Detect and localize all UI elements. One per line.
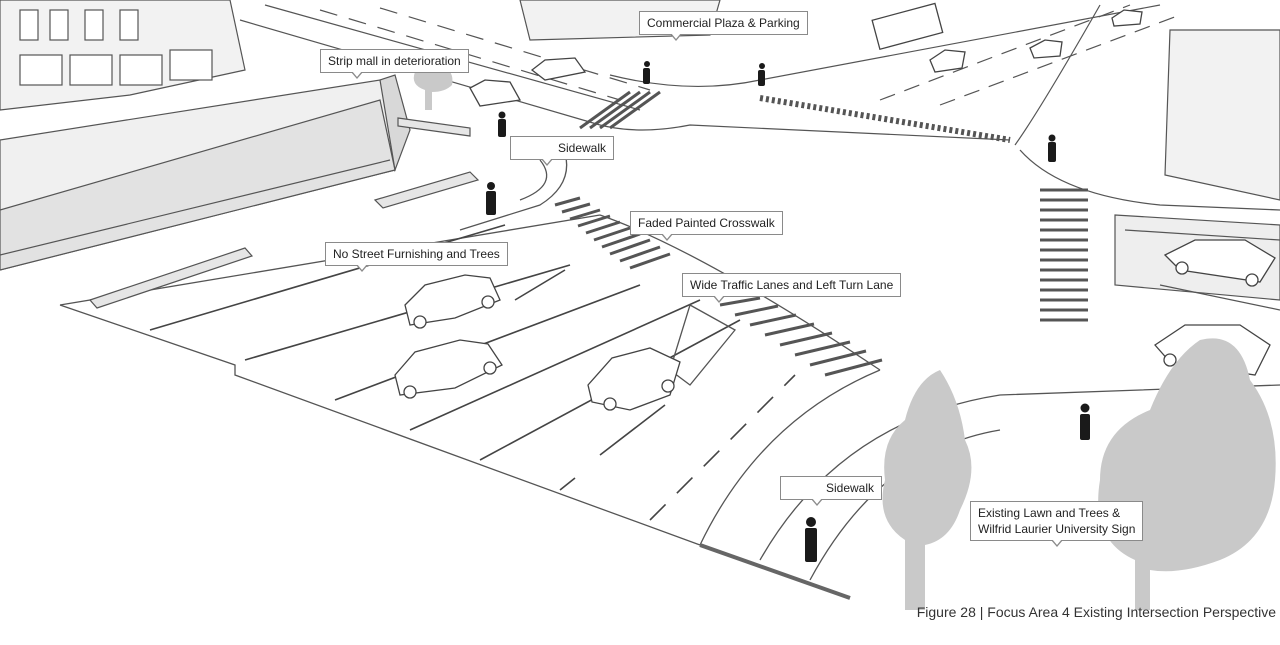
- pedestrian-5: [1048, 134, 1056, 162]
- callout-commercial-plaza: Commercial Plaza & Parking: [639, 11, 808, 41]
- tree-right: [1098, 338, 1276, 610]
- pedestrian-2: [498, 111, 506, 137]
- tree-left: [882, 370, 972, 610]
- pedestrians: [486, 61, 1090, 562]
- figure-caption: Figure 28 | Focus Area 4 Existing Inters…: [916, 604, 1276, 620]
- crosswalk-top: [579, 90, 1011, 143]
- planter-boxes: [88, 117, 480, 309]
- car-group: [394, 2, 1276, 411]
- tree-group: [413, 64, 1276, 610]
- strip-mall-building: [0, 74, 411, 271]
- callout-faded-crosswalk: Faded Painted Crosswalk: [630, 211, 783, 241]
- crosswalk-far-right: [1040, 188, 1088, 322]
- background-building: [0, 0, 246, 111]
- crosswalk-right: [719, 296, 883, 377]
- bus: [871, 2, 944, 51]
- pedestrian-1: [486, 182, 496, 215]
- tree-top: [413, 64, 453, 110]
- car-4: [469, 79, 522, 107]
- pedestrian-7: [805, 517, 817, 562]
- callout-sidewalk-upper: Sidewalk: [510, 136, 614, 166]
- callout-existing-lawn-line2: Wilfrid Laurier University Sign: [978, 522, 1136, 536]
- lane-markings: [149, 224, 796, 521]
- callout-existing-lawn-line1: Existing Lawn and Trees &: [978, 506, 1121, 520]
- car-10: [1111, 9, 1143, 27]
- car-3: [587, 347, 681, 411]
- callout-no-furnishing: No Street Furnishing and Trees: [325, 242, 508, 272]
- callout-strip-mall: Strip mall in deterioration: [320, 49, 469, 79]
- callout-existing-lawn: Existing Lawn and Trees & Wilfrid Laurie…: [970, 501, 1144, 547]
- callout-wide-lanes: Wide Traffic Lanes and Left Turn Lane: [682, 273, 902, 303]
- car-9: [1029, 39, 1063, 59]
- pedestrian-6: [1080, 403, 1090, 440]
- pedestrian-3: [643, 61, 650, 84]
- pedestrian-4: [758, 63, 765, 86]
- crosswalk-left: [554, 196, 671, 270]
- car-8: [929, 49, 966, 73]
- callout-sidewalk-lower: Sidewalk: [780, 476, 882, 506]
- left-turn-lane: [669, 304, 736, 386]
- car-5: [530, 57, 587, 81]
